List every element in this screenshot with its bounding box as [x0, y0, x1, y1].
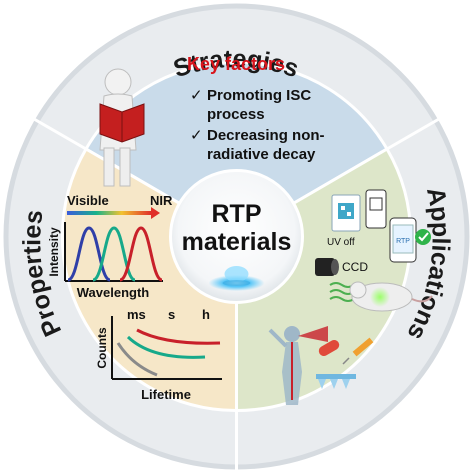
decay-curve-green: [126, 335, 206, 359]
ring-divider-right: [386, 117, 440, 151]
spectrum-visible-label: Visible: [67, 193, 109, 208]
rtp-phone-label: RTP: [396, 238, 410, 245]
uv-off-label: UV off: [327, 237, 355, 248]
ccd-label: CCD: [342, 260, 368, 274]
rtp-phone-icon: RTP: [389, 217, 417, 263]
spectrum-peak-blue: [67, 226, 111, 282]
spectrum-y-label: Intensity: [47, 227, 61, 277]
syringe-icon: [342, 337, 374, 365]
check-icon: ✓: [190, 127, 203, 144]
decay-label-s: s: [168, 307, 175, 322]
strategy-item-1-line-1: Promoting ISC: [207, 87, 311, 104]
decay-label-h: h: [202, 307, 210, 322]
spectrum-arrow-head: [151, 207, 160, 219]
glowing-pedestal-icon: [208, 266, 265, 291]
decay-curve-red: [136, 328, 221, 345]
center-title-line-2: materials: [182, 228, 292, 256]
decay-y-label: Counts: [95, 327, 109, 369]
strategy-item-2-line-1: Decreasing non-: [207, 127, 325, 144]
capsule-icon: [318, 340, 340, 356]
human-body-icon: [268, 326, 328, 405]
spectrum-peak-red: [119, 226, 163, 282]
key-factors-heading: Key factors: [187, 54, 285, 74]
check-icon: ✓: [190, 87, 203, 104]
qr-card-icon: [331, 194, 361, 232]
spectrum-x-label: Wavelength: [77, 285, 150, 300]
center-title-line-1: RTP: [212, 200, 262, 228]
strategy-item-1-line-2: process: [207, 106, 265, 123]
decay-curve-gray: [116, 342, 158, 377]
decay-x-label: Lifetime: [141, 387, 191, 402]
lifetime-decay-chart: ms s h Counts Lifetime: [95, 307, 222, 402]
center-circle: [169, 169, 304, 304]
ring-divider-left: [33, 117, 87, 151]
spectrum-chart: Visible NIR Intensity Wavelength: [47, 193, 173, 300]
mouse-imaging-icon: [349, 281, 433, 312]
check-circle-icon: [415, 229, 431, 245]
spectrum-gradient-bar: [67, 211, 151, 215]
strategy-item-2-line-2: radiative decay: [207, 146, 316, 163]
ccd-camera-icon: [315, 258, 339, 276]
microneedle-patch-icon: [316, 374, 356, 389]
scanning-phone-icon: [365, 189, 387, 229]
reading-figure-icon: [99, 68, 145, 187]
spectrum-nir-label: NIR: [150, 193, 173, 208]
decay-label-ms: ms: [127, 307, 146, 322]
